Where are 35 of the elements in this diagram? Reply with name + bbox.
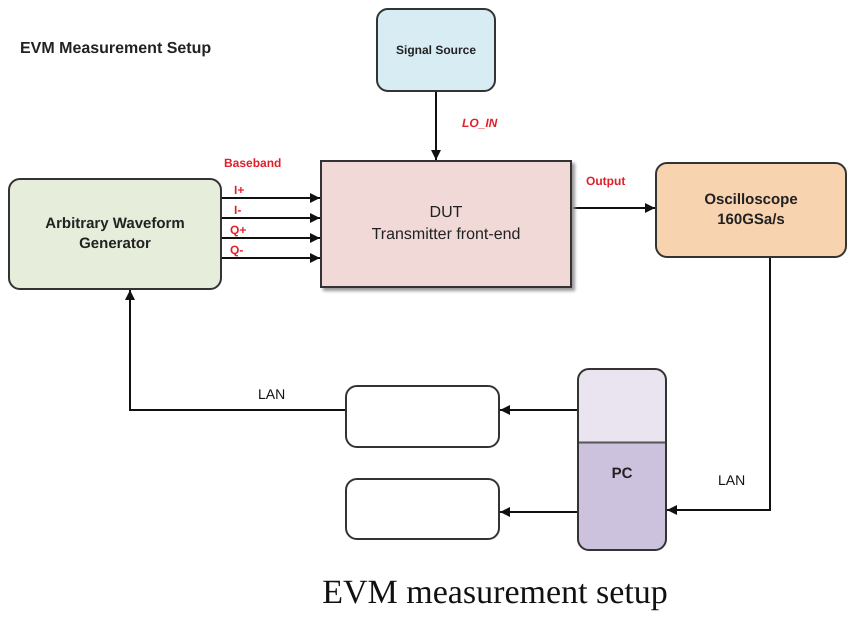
edge-label: LAN <box>258 386 286 402</box>
arrow <box>222 233 320 243</box>
arrow <box>500 507 577 517</box>
arrow <box>222 253 320 263</box>
block-label: Signal Source <box>396 42 476 58</box>
caption: EVM measurement setup <box>321 574 669 612</box>
block-label: PC <box>612 464 632 484</box>
block-label: DUT <box>430 203 462 224</box>
block <box>655 162 847 258</box>
edge-label: Q+ <box>230 223 246 237</box>
block <box>8 178 222 290</box>
edge-label: I- <box>234 203 242 217</box>
edge-label: LAN <box>718 472 746 488</box>
title: EVM Measurement Setup <box>20 40 212 58</box>
block-label: Transmitter front-end <box>372 225 520 245</box>
arrow <box>667 258 771 515</box>
edge-label: Q- <box>230 243 244 257</box>
block-label: 160GSa/s <box>717 210 785 230</box>
edge-label: I+ <box>234 183 244 197</box>
block <box>320 160 572 288</box>
block-label: Arbitrary Waveform Generator <box>44 214 186 254</box>
empty-block <box>345 385 500 448</box>
edge-label: LO_IN <box>462 116 498 130</box>
signal-label: Baseband <box>224 156 282 170</box>
arrow <box>431 92 441 160</box>
arrow <box>572 203 655 213</box>
arrow <box>500 405 577 415</box>
arrow <box>125 290 345 411</box>
arrow <box>222 213 320 223</box>
block <box>376 8 496 92</box>
edge-label: Output <box>586 174 626 188</box>
block-label: Oscilloscope <box>704 190 798 210</box>
arrow <box>222 193 320 203</box>
computer-block <box>577 368 667 551</box>
empty-block <box>345 478 500 540</box>
